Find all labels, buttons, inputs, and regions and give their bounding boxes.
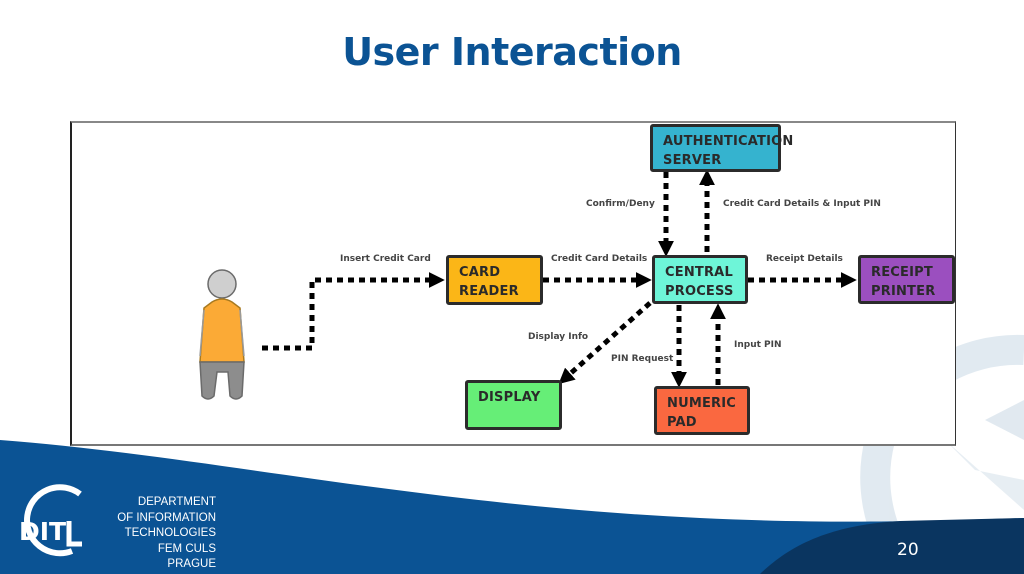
node-numeric-pad: NUMERIC PAD — [654, 386, 750, 435]
user-actor-icon — [199, 269, 245, 400]
page-number: 20 — [897, 540, 919, 560]
node-card-reader: CARD READER — [446, 255, 543, 305]
department-line: DEPARTMENT — [137, 496, 216, 508]
node-authentication-server: AUTHENTICATION SERVER — [650, 124, 793, 172]
department-line: FEM CULS PRAGUE — [157, 542, 216, 571]
department-line: TECHNOLOGIES — [124, 527, 216, 539]
label-insert-credit-card: Insert Credit Card — [340, 254, 431, 264]
node-central-process: CENTRAL PROCESS — [652, 255, 748, 304]
label-credit-card-details: Credit Card Details — [551, 254, 648, 264]
node-receipt-printer: RECEIPT PRINTER — [858, 255, 955, 304]
label-details-and-pin: Credit Card Details & Input PIN — [723, 199, 881, 209]
label-receipt-details: Receipt Details — [766, 254, 843, 264]
node-display: DISPLAY — [465, 380, 562, 430]
footer-wave-dark — [760, 518, 1024, 574]
dit-logo-icon: DIT — [19, 484, 82, 557]
dit-logo-text: DIT — [19, 517, 66, 546]
label-pin-request: PIN Request — [611, 354, 674, 364]
slide-title: User Interaction — [342, 30, 682, 74]
edge-display-info — [558, 301, 652, 385]
label-display-info: Display Info — [528, 332, 589, 342]
footer-wave-blue — [0, 440, 1024, 574]
edge-insert-card — [262, 271, 445, 351]
label-confirm-deny: Confirm/Deny — [586, 199, 655, 209]
label-input-pin: Input PIN — [734, 340, 782, 350]
department-line: OF INFORMATION — [117, 511, 216, 524]
department-name: DEPARTMENT OF INFORMATION TECHNOLOGIES F… — [108, 495, 216, 573]
